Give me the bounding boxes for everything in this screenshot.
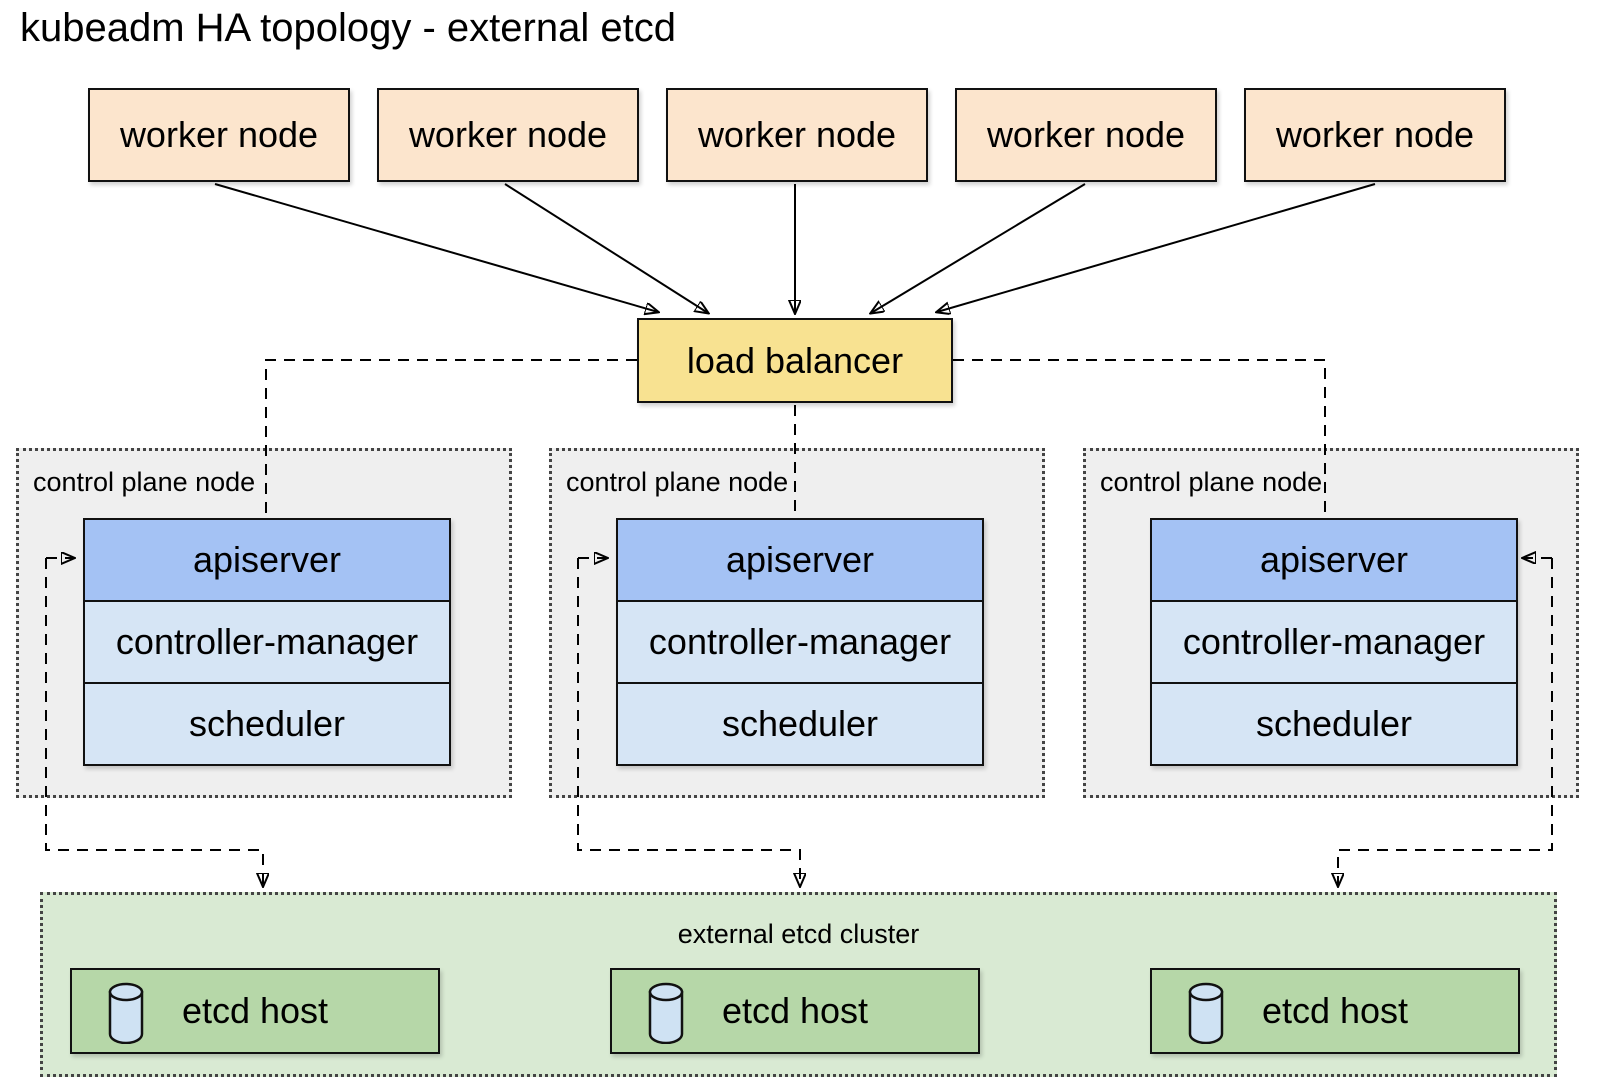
diagram-title: kubeadm HA topology - external etcd bbox=[20, 6, 676, 50]
database-cylinder-icon bbox=[648, 982, 684, 1044]
controller-manager-label: controller-manager bbox=[115, 621, 419, 662]
worker-node-box-3: worker node bbox=[666, 88, 928, 182]
controller-manager-box: controller-manager bbox=[616, 600, 984, 684]
worker-arrow-4 bbox=[871, 183, 1086, 313]
worker-node-label: worker node bbox=[1275, 114, 1475, 155]
apiserver-box: apiserver bbox=[616, 518, 984, 602]
apiserver-box: apiserver bbox=[1150, 518, 1518, 602]
scheduler-box: scheduler bbox=[83, 682, 451, 766]
worker-node-box-5: worker node bbox=[1244, 88, 1506, 182]
worker-arrow-1 bbox=[214, 183, 658, 312]
scheduler-label: scheduler bbox=[1255, 703, 1413, 744]
worker-arrow-2 bbox=[504, 183, 708, 313]
controller-manager-box: controller-manager bbox=[1150, 600, 1518, 684]
worker-node-label: worker node bbox=[119, 114, 319, 155]
etcd-host-box-3: etcd host bbox=[1150, 968, 1520, 1054]
worker-node-box-4: worker node bbox=[955, 88, 1217, 182]
controller-manager-label: controller-manager bbox=[1182, 621, 1486, 662]
etcd-host-box-1: etcd host bbox=[70, 968, 440, 1054]
control-plane-stack-3: apiserver controller-manager scheduler bbox=[1150, 518, 1518, 766]
control-plane-node-box-1: control plane node apiserver controller-… bbox=[16, 448, 512, 798]
etcd-host-box-2: etcd host bbox=[610, 968, 980, 1054]
external-etcd-cluster-label: external etcd cluster bbox=[677, 919, 920, 949]
worker-arrow-5 bbox=[937, 183, 1376, 312]
database-cylinder-icon bbox=[108, 982, 144, 1044]
worker-node-label: worker node bbox=[408, 114, 608, 155]
control-plane-node-box-2: control plane node apiserver controller-… bbox=[549, 448, 1045, 798]
etcd-host-label: etcd host bbox=[1261, 990, 1409, 1031]
control-plane-node-label: control plane node bbox=[33, 467, 256, 497]
scheduler-box: scheduler bbox=[616, 682, 984, 766]
controller-manager-label: controller-manager bbox=[648, 621, 952, 662]
worker-node-label: worker node bbox=[697, 114, 897, 155]
apiserver-label: apiserver bbox=[192, 539, 342, 580]
apiserver-label: apiserver bbox=[725, 539, 875, 580]
worker-node-box-1: worker node bbox=[88, 88, 350, 182]
apiserver-box: apiserver bbox=[83, 518, 451, 602]
control-plane-stack-2: apiserver controller-manager scheduler bbox=[616, 518, 984, 766]
scheduler-label: scheduler bbox=[188, 703, 346, 744]
control-plane-node-label: control plane node bbox=[566, 467, 789, 497]
control-plane-node-box-3: control plane node apiserver controller-… bbox=[1083, 448, 1579, 798]
load-balancer-box: load balancer bbox=[637, 318, 953, 403]
scheduler-label: scheduler bbox=[721, 703, 879, 744]
database-cylinder-icon bbox=[1188, 982, 1224, 1044]
scheduler-box: scheduler bbox=[1150, 682, 1518, 766]
controller-manager-box: controller-manager bbox=[83, 600, 451, 684]
apiserver-label: apiserver bbox=[1259, 539, 1409, 580]
load-balancer-label: load balancer bbox=[686, 339, 904, 381]
worker-node-box-2: worker node bbox=[377, 88, 639, 182]
worker-node-label: worker node bbox=[986, 114, 1186, 155]
control-plane-node-label: control plane node bbox=[1100, 467, 1323, 497]
etcd-host-label: etcd host bbox=[721, 990, 869, 1031]
etcd-host-label: etcd host bbox=[181, 990, 329, 1031]
control-plane-stack-1: apiserver controller-manager scheduler bbox=[83, 518, 451, 766]
